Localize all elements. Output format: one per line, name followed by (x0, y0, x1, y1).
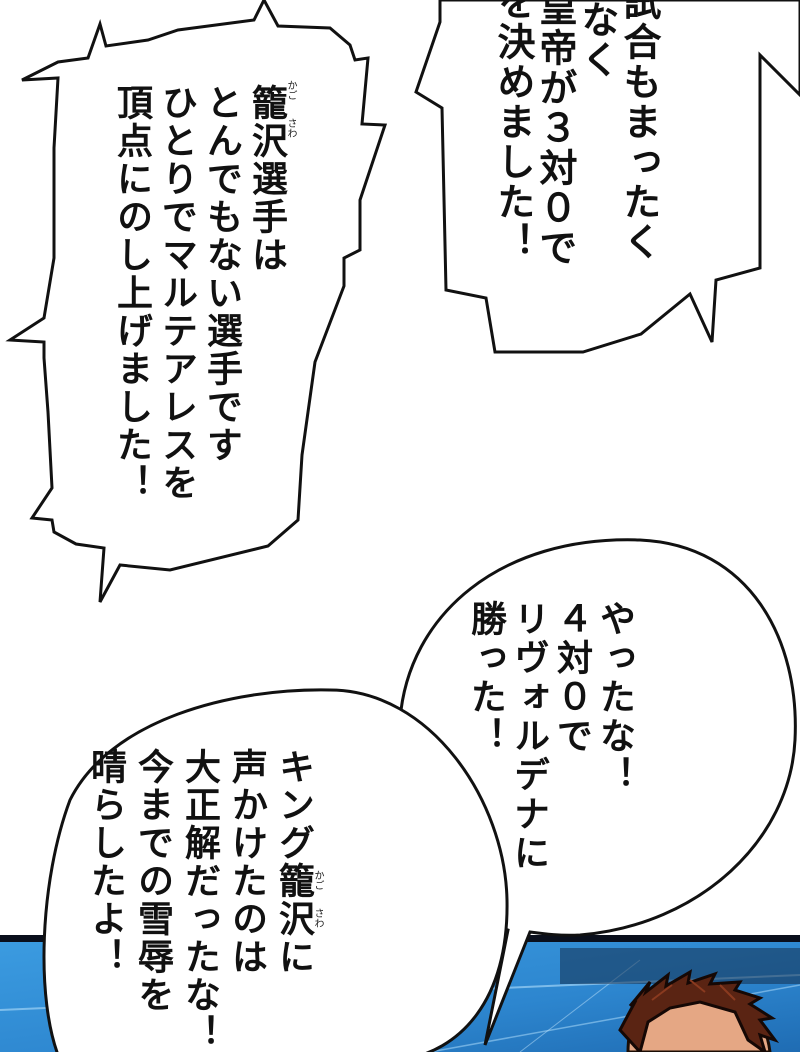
bubble-oval-right-line-3: リヴォルデナに (508, 600, 549, 873)
bubble-oval-left-line-1: キング籠沢に (273, 748, 314, 976)
bubble-left-line-1: 籠沢選手は (246, 84, 287, 274)
speech-bubble-left (5, 0, 388, 603)
bubble-left-line-3: ひとりでマルテアレスを (156, 84, 197, 502)
bubble-left-line-4: 頂点にのし上げました！ (111, 84, 152, 502)
speech-bubble-oval-left (42, 688, 509, 1052)
bubble-oval-right-line-1: やったな！ (594, 600, 635, 795)
bubble-oval-left-line-3: 大正解だったな！ (179, 748, 220, 1052)
bubble-tr-line-2: けなく (575, 0, 619, 80)
bubble-left-ruby-2: さわ (285, 118, 296, 138)
bubble-tr-line-3: 皇帝が３対０で (533, 0, 577, 268)
bubble-tr-line-4: を決めました！ (491, 0, 535, 262)
bubble-left-line-2: とんでもない選手です (201, 84, 242, 464)
bubble-oval-left-line-2: 声かけたのは (226, 748, 267, 976)
bubble-tr-line-1: 試合もまったく (617, 0, 661, 262)
character-head (618, 969, 780, 1052)
bubble-oval-left-line-4: 今までの雪辱を (132, 748, 173, 1014)
bubble-oval-left-ruby-2: さわ (312, 908, 323, 928)
bubble-oval-left-line-5: 晴らしたよ！ (85, 748, 126, 976)
bubble-left-ruby-1: かご (285, 80, 296, 100)
bubble-oval-right-line-4: 勝った！ (465, 600, 506, 756)
bubble-oval-left-ruby-1: かご (312, 870, 323, 890)
speech-bubble-top-right (414, 0, 800, 354)
bubble-oval-right-line-2: ４対０で (551, 600, 592, 756)
